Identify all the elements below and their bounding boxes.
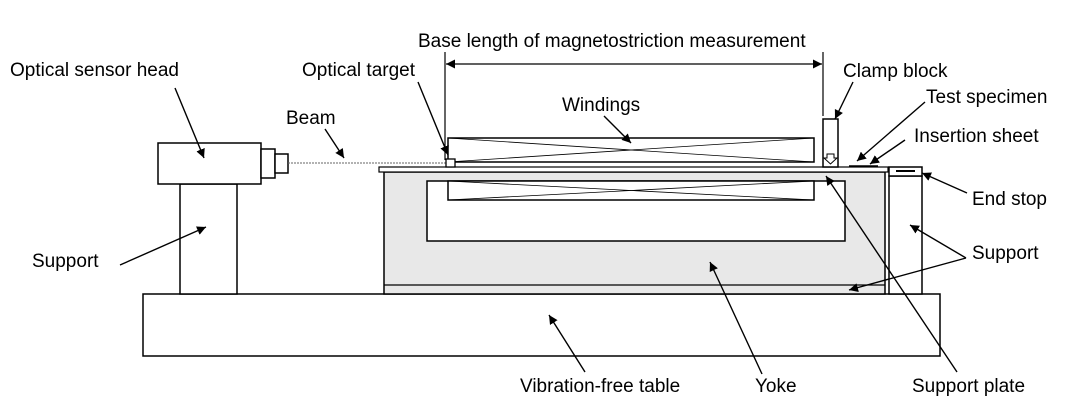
windings-lower [447, 180, 815, 201]
label-optical-target: Optical target [302, 60, 415, 81]
label-end-stop: End stop [972, 189, 1047, 210]
arrow-end-stop [921, 172, 968, 194]
label-support-right: Support [972, 243, 1039, 264]
base-length-dimension [444, 52, 824, 160]
optical-target [445, 158, 456, 168]
arrow-optical-sensor-head [174, 87, 205, 159]
test-specimen [378, 166, 889, 173]
label-beam: Beam [286, 108, 336, 129]
label-support-plate: Support plate [912, 376, 1026, 397]
arrow-support-right-1 [909, 224, 967, 259]
arrow-windings [603, 115, 632, 144]
base-length-title: Base length of magnetostriction measurem… [418, 31, 806, 52]
label-optical-sensor-head: Optical sensor head [10, 60, 179, 81]
arrow-beam [324, 128, 345, 159]
leader-arrows [119, 81, 968, 375]
arrow-support-left [119, 226, 207, 266]
label-test-specimen: Test specimen [926, 87, 1048, 108]
arrow-optical-target [417, 81, 449, 156]
label-yoke: Yoke [755, 376, 797, 397]
arrow-support-right-2 [848, 257, 967, 292]
arrow-support-plate [825, 175, 958, 373]
label-support-left: Support [32, 251, 99, 272]
label-insertion-sheet: Insertion sheet [914, 126, 1039, 147]
windings-upper [447, 137, 815, 163]
label-clamp-block: Clamp block [843, 61, 948, 82]
arrow-clamp-block [834, 81, 854, 120]
label-vibration-free-table: Vibration-free table [520, 376, 681, 397]
label-windings: Windings [562, 95, 641, 116]
arrow-test-specimen [856, 101, 926, 162]
optical-sensor-head [157, 142, 289, 185]
arrow-vibration-free-table [548, 314, 586, 373]
arrow-yoke [709, 261, 763, 375]
left-support [179, 183, 238, 295]
clamp-block [822, 118, 839, 168]
arrow-insertion-sheet [869, 139, 906, 165]
vibration-free-table [142, 293, 941, 357]
